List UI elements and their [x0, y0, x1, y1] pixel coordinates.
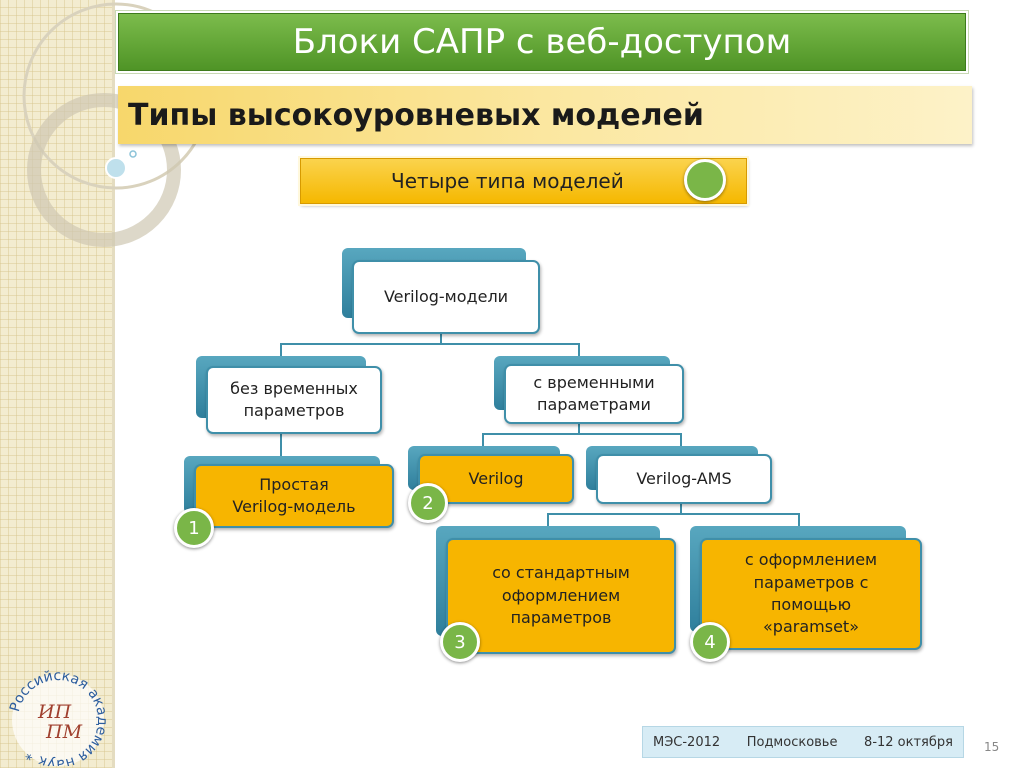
decorative-circles	[22, 2, 200, 247]
node-verilog-ams: Verilog-AMS	[586, 446, 772, 504]
emblem-monogram-bottom: ПМ	[45, 721, 83, 743]
node-with-timing-label: с временными параметрами	[533, 372, 655, 414]
slide-subtitle: Типы высокоуровневых моделей	[128, 97, 704, 133]
node-with-timing: с временными параметрами	[494, 356, 684, 424]
node-no-timing: без временных параметров	[196, 356, 382, 434]
node-standard-params: со стандартным оформлением параметров	[436, 526, 676, 654]
root-knob-icon	[684, 159, 726, 201]
node-verilog: Verilog	[408, 446, 574, 504]
emblem-monogram-top: ИП	[37, 701, 72, 723]
root-tab: Четыре типа моделей	[300, 158, 747, 204]
node-simple-model: Простая Verilog-модель	[184, 456, 394, 528]
badge-4: 4	[690, 622, 730, 662]
node-no-timing-label: без временных параметров	[230, 378, 358, 420]
subtitle-bar: Типы высокоуровневых моделей	[118, 86, 972, 144]
node-standard-params-label: со стандартным оформлением параметров	[492, 563, 630, 628]
node-verilog-models-label: Verilog-модели	[383, 286, 509, 306]
node-paramset-label: с оформлением параметров с помощью «para…	[744, 550, 878, 637]
slide-title: Блоки САПР с веб-доступом	[292, 22, 792, 62]
title-bar: Блоки САПР с веб-доступом	[118, 13, 966, 71]
root-tab-label: Четыре типа моделей	[391, 169, 624, 193]
node-verilog-label: Verilog	[468, 468, 524, 488]
academy-emblem-logo: Российская академия наук * ИП ПМ	[7, 668, 110, 766]
page-number: 15	[984, 740, 1000, 754]
node-verilog-ams-label: Verilog-AMS	[636, 468, 732, 488]
badge-3: 3	[440, 622, 480, 662]
footer-bar: МЭС-2012 Подмосковье 8-12 октября	[642, 726, 964, 758]
footer-event: МЭС-2012	[653, 734, 721, 750]
node-verilog-models: Verilog-модели	[342, 248, 540, 334]
footer-place: Подмосковье	[746, 734, 838, 750]
badge-2: 2	[408, 483, 448, 523]
footer-dates: 8-12 октября	[864, 734, 953, 750]
badge-1: 1	[174, 508, 214, 548]
node-paramset: с оформлением параметров с помощью «para…	[690, 526, 922, 650]
node-simple-model-label: Простая Verilog-модель	[232, 474, 356, 516]
